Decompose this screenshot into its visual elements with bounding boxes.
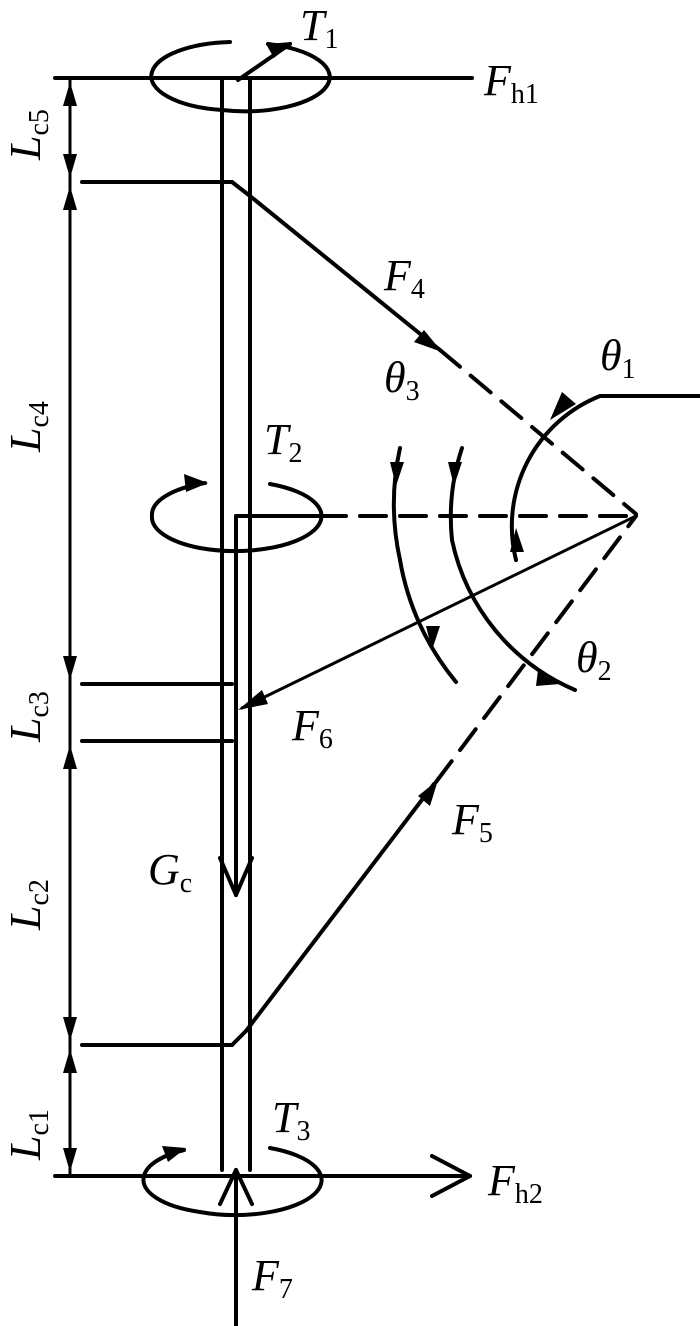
t3-torque bbox=[141, 1146, 324, 1217]
label-theta1: θ1 bbox=[600, 331, 636, 385]
theta3-arcs bbox=[390, 446, 577, 692]
label-lc1: Lc1 bbox=[1, 1109, 55, 1161]
t2-torque bbox=[149, 474, 324, 553]
theta2-arc bbox=[536, 670, 560, 686]
label-f5: F5 bbox=[451, 795, 493, 849]
label-gc: Gc bbox=[148, 845, 192, 899]
label-lc2: Lc2 bbox=[1, 879, 55, 931]
f7-force bbox=[218, 1168, 254, 1326]
label-fh1: Fh1 bbox=[483, 56, 539, 110]
label-lc4: Lc4 bbox=[1, 401, 55, 453]
theta1-arc bbox=[509, 392, 700, 562]
label-t3: T3 bbox=[272, 1093, 310, 1147]
label-f7: F7 bbox=[251, 1251, 293, 1305]
f4-force bbox=[230, 180, 638, 516]
dimension-lines bbox=[63, 76, 77, 1178]
label-f6: F6 bbox=[291, 701, 333, 755]
label-t1: T1 bbox=[300, 1, 338, 55]
label-theta2: θ2 bbox=[576, 633, 612, 687]
label-lc3: Lc3 bbox=[1, 691, 55, 743]
label-lc5: Lc5 bbox=[1, 109, 55, 161]
label-f4: F4 bbox=[383, 251, 425, 305]
gc-force bbox=[218, 546, 254, 897]
label-fh2: Fh2 bbox=[487, 1156, 543, 1210]
fh2-force bbox=[430, 1154, 472, 1198]
f6-force bbox=[238, 514, 638, 710]
f5-force bbox=[230, 514, 638, 1047]
level-lines bbox=[53, 76, 474, 1178]
label-t2: T2 bbox=[264, 415, 302, 469]
t1-torque bbox=[149, 40, 332, 114]
center-dashed-line bbox=[234, 514, 638, 550]
labels: T1 Fh1 F4 θ1 θ3 T2 θ2 F6 F5 Gc T3 Fh2 F7… bbox=[1, 1, 636, 1305]
label-theta3: θ3 bbox=[384, 353, 420, 407]
